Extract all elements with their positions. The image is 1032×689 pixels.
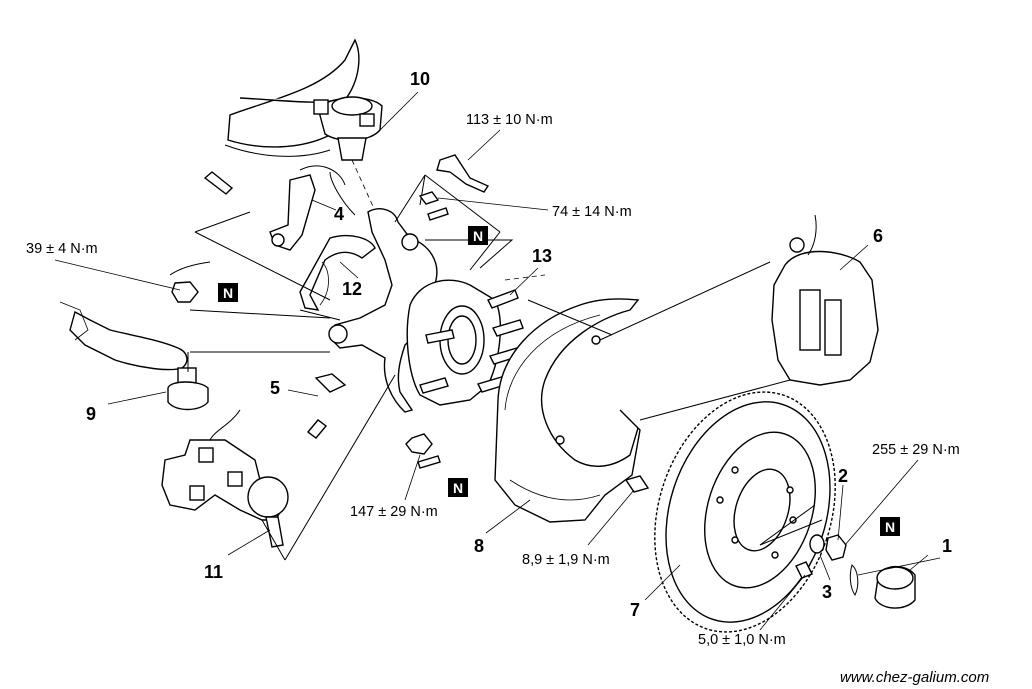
guide-lines [189, 174, 823, 561]
hose-bracket [203, 165, 356, 251]
callout-6: 6 [873, 226, 883, 246]
lower-arm [161, 409, 289, 548]
leader-lines [54, 91, 941, 631]
dust-shield [494, 298, 641, 523]
hub-bearing [406, 239, 524, 406]
svg-text:N: N [453, 480, 463, 496]
footer-url: www.chez-galium.com [840, 669, 989, 686]
callout-1: 1 [942, 536, 952, 556]
torque-5-0: 5,0 ± 1,0 N·m [698, 632, 786, 648]
callout-5: 5 [270, 378, 280, 398]
torque-147: 147 ± 29 N·m [350, 504, 438, 520]
upper-arm [224, 38, 396, 256]
hub-small-parts [809, 534, 916, 609]
n-badge-bottom: N [448, 478, 468, 497]
n-badge-right: N [880, 517, 900, 536]
torque-113: 113 ± 10 N·m [466, 112, 553, 128]
callout-13: 13 [532, 246, 552, 266]
n-badge-top: N [468, 226, 488, 245]
callout-2: 2 [838, 466, 848, 486]
callout-10: 10 [410, 69, 430, 89]
torque-74: 74 ± 14 N·m [552, 204, 632, 220]
torque-specs: 113 ± 10 N·m 74 ± 14 N·m 39 ± 4 N·m 255 … [26, 112, 960, 648]
tie-rod-end [59, 301, 330, 411]
torque-8-9: 8,9 ± 1,9 N·m [522, 552, 610, 568]
n-badge-left: N [218, 283, 238, 302]
callout-12: 12 [342, 279, 362, 299]
callout-3: 3 [822, 582, 832, 602]
callout-8: 8 [474, 536, 484, 556]
torque-39: 39 ± 4 N·m [26, 241, 98, 257]
abs-sensor-shield [299, 234, 376, 311]
callouts: 1 2 3 4 5 6 7 8 9 10 11 12 13 [86, 69, 952, 620]
fasteners [169, 154, 813, 579]
svg-text:N: N [885, 519, 895, 535]
callout-9: 9 [86, 404, 96, 424]
brake-caliper [771, 214, 879, 386]
callout-11: 11 [204, 562, 223, 582]
svg-text:N: N [223, 285, 233, 301]
torque-255: 255 ± 29 N·m [872, 442, 960, 458]
callout-7: 7 [630, 600, 640, 620]
callout-4: 4 [334, 204, 344, 224]
brake-disc [654, 391, 836, 633]
svg-text:N: N [473, 228, 483, 244]
n-badges: N N N N [218, 226, 900, 536]
